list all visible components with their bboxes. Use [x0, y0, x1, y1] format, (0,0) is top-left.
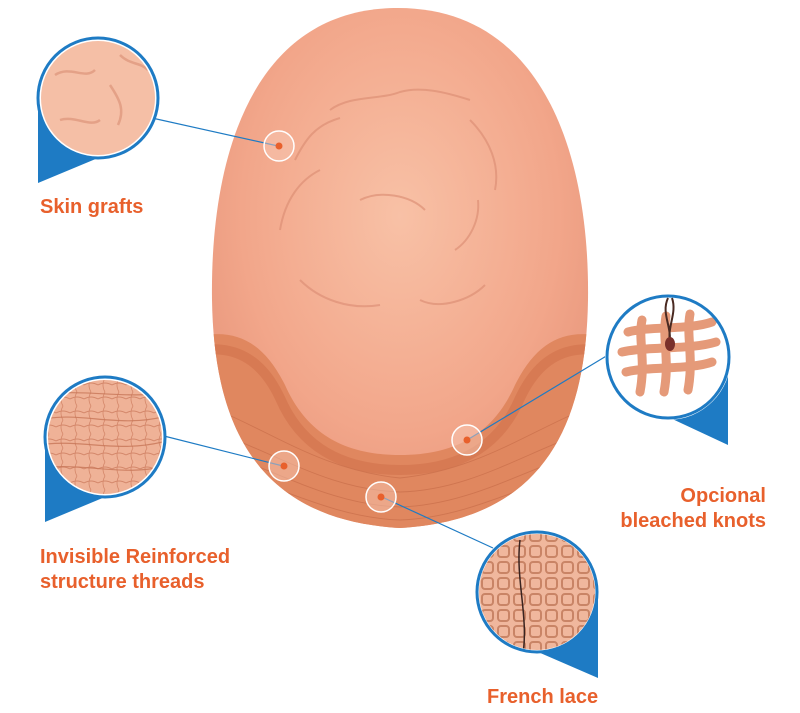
marker-skin-grafts — [264, 131, 294, 161]
scalp-head — [190, 8, 610, 560]
label-bleached-knots: Opcional bleached knots — [620, 484, 766, 534]
label-skin-grafts: Skin grafts — [40, 195, 143, 220]
knot-mesh-icon — [605, 294, 731, 445]
label-french-lace: French lace — [487, 685, 598, 710]
lace-mesh-icon — [476, 531, 598, 678]
label-reinforced-threads: Invisible Reinforced structure threads — [40, 545, 230, 595]
marker-lace — [366, 482, 396, 512]
marker-threads — [269, 451, 299, 481]
thread-texture-icon — [40, 377, 170, 522]
marker-knots — [452, 425, 482, 455]
skin-texture-icon — [38, 38, 158, 183]
